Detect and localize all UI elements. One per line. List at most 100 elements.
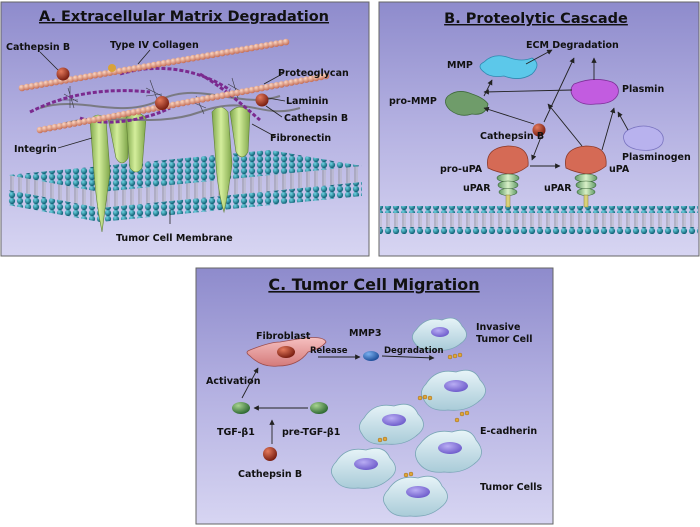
collagen-bead bbox=[199, 96, 206, 103]
tumor-cells-label: Tumor Cells bbox=[480, 482, 543, 493]
pro-upa-label: pro-uPA bbox=[440, 164, 483, 175]
collagen-bead bbox=[100, 114, 108, 122]
collagen-bead bbox=[160, 60, 168, 67]
collagen-bead bbox=[28, 83, 36, 90]
tumor-cell-icon bbox=[421, 369, 486, 411]
pro-upa-upar-complex-icon bbox=[487, 145, 529, 208]
panel-a-title: A. Extracellular Matrix Degradation bbox=[39, 9, 329, 25]
collagen-bead bbox=[253, 85, 261, 93]
collagen-bead bbox=[209, 51, 216, 59]
cathepsin-b-icon bbox=[56, 67, 70, 81]
mmp3-icon bbox=[363, 351, 379, 361]
collagen-bead bbox=[130, 109, 137, 116]
collagen-bead bbox=[116, 67, 124, 75]
fibroblast-label: Fibroblast bbox=[256, 331, 311, 342]
collagen-bead bbox=[273, 82, 281, 89]
collagen-bead bbox=[140, 63, 148, 70]
collagen-bead bbox=[23, 83, 31, 91]
collagen-bead bbox=[46, 124, 54, 132]
collagen-bead bbox=[169, 101, 177, 109]
collagen-bead bbox=[87, 72, 94, 80]
activation-label: Activation bbox=[206, 376, 261, 387]
upar-label: uPAR bbox=[463, 183, 491, 194]
collagen-bead bbox=[204, 52, 212, 59]
collagen-bead bbox=[140, 107, 147, 114]
collagen-bead bbox=[131, 65, 138, 72]
tumor-cell-icon bbox=[383, 475, 448, 517]
plasmin-label: Plasmin bbox=[622, 84, 664, 95]
collagen-bead bbox=[71, 120, 78, 127]
panel-b-title: B. Proteolytic Cascade bbox=[444, 11, 628, 27]
type-iv-collagen-label: Type IV Collagen bbox=[110, 40, 199, 51]
proteoglycan-label: Proteoglycan bbox=[278, 68, 349, 79]
collagen-bead bbox=[288, 79, 295, 86]
collagen-bead bbox=[307, 75, 315, 83]
collagen-bead bbox=[219, 49, 226, 57]
collagen-bead bbox=[312, 74, 320, 82]
e-cadherin-label: E-cadherin bbox=[480, 426, 537, 437]
enzyme-icon bbox=[108, 64, 116, 72]
collagen-bead bbox=[120, 110, 128, 118]
collagen-bead bbox=[61, 122, 68, 129]
cathepsin-b-icon bbox=[263, 447, 277, 461]
upar-label: uPAR bbox=[544, 183, 572, 194]
collagen-bead bbox=[283, 80, 290, 87]
mmp-label: MMP bbox=[447, 60, 473, 71]
collagen-bead bbox=[121, 66, 128, 74]
cathepsin-b-label: Cathepsin B bbox=[480, 131, 544, 142]
collagen-bead bbox=[145, 62, 153, 70]
collagen-bead bbox=[67, 76, 75, 83]
collagen-bead bbox=[96, 71, 104, 78]
collagen-bead bbox=[278, 81, 285, 88]
membrane-icon bbox=[380, 206, 698, 234]
upa-label: uPA bbox=[609, 164, 630, 175]
collagen-bead bbox=[263, 83, 271, 91]
panel-c: C. Tumor Cell Migration bbox=[195, 267, 554, 525]
collagen-bead bbox=[110, 112, 118, 120]
collagen-bead bbox=[189, 54, 197, 62]
tumor-cell-icon bbox=[359, 403, 424, 445]
fibroblast-icon bbox=[246, 337, 327, 367]
collagen-bead bbox=[36, 126, 44, 134]
collagen-bead bbox=[248, 44, 256, 52]
collagen-bead bbox=[303, 76, 310, 83]
collagen-bead bbox=[277, 39, 285, 47]
collagen-bead bbox=[238, 46, 246, 53]
tgf-b1-label: TGF-β1 bbox=[217, 427, 255, 438]
mmp3-label: MMP3 bbox=[349, 328, 381, 339]
cathepsin-b-label: Cathepsin B bbox=[238, 469, 302, 480]
collagen-bead bbox=[214, 93, 221, 100]
integrin-icon bbox=[89, 106, 251, 233]
collagen-bead bbox=[272, 40, 280, 47]
collagen-bead bbox=[243, 87, 251, 95]
collagen-bead bbox=[238, 88, 246, 96]
invasive-tumor-cell-icon bbox=[412, 317, 467, 351]
collagen-bead bbox=[76, 119, 83, 126]
collagen-bead bbox=[268, 41, 275, 48]
collagen-bead bbox=[233, 47, 241, 54]
collagen-bead bbox=[66, 121, 73, 128]
collagen-bead bbox=[90, 116, 98, 124]
collagen-bead bbox=[105, 113, 113, 121]
collagen-bead bbox=[322, 72, 330, 80]
collagen-bead bbox=[174, 100, 182, 108]
panel-a-leader-lines bbox=[39, 49, 286, 224]
pro-mmp-label: pro-MMP bbox=[389, 96, 437, 107]
collagen-bead bbox=[224, 48, 231, 56]
ecm-degradation-label: ECM Degradation bbox=[526, 40, 619, 51]
plasminogen-icon bbox=[623, 125, 664, 151]
collagen-bead bbox=[204, 95, 211, 102]
collagen-bead bbox=[189, 97, 197, 105]
collagen-bead bbox=[150, 105, 157, 112]
panel-b: B. Proteolytic Cascade bbox=[378, 1, 700, 257]
collagen-bead bbox=[180, 56, 187, 64]
tumor-cell-icon bbox=[331, 447, 396, 489]
migration-arrows bbox=[241, 354, 435, 444]
collagen-bead bbox=[194, 96, 202, 104]
tumor-cell-membrane-label: Tumor Cell Membrane bbox=[116, 233, 233, 244]
cathepsin-b-label: Cathepsin B bbox=[284, 113, 348, 124]
collagen-bead bbox=[263, 42, 270, 49]
release-label: Release bbox=[310, 346, 348, 356]
collagen-bead bbox=[224, 91, 231, 98]
